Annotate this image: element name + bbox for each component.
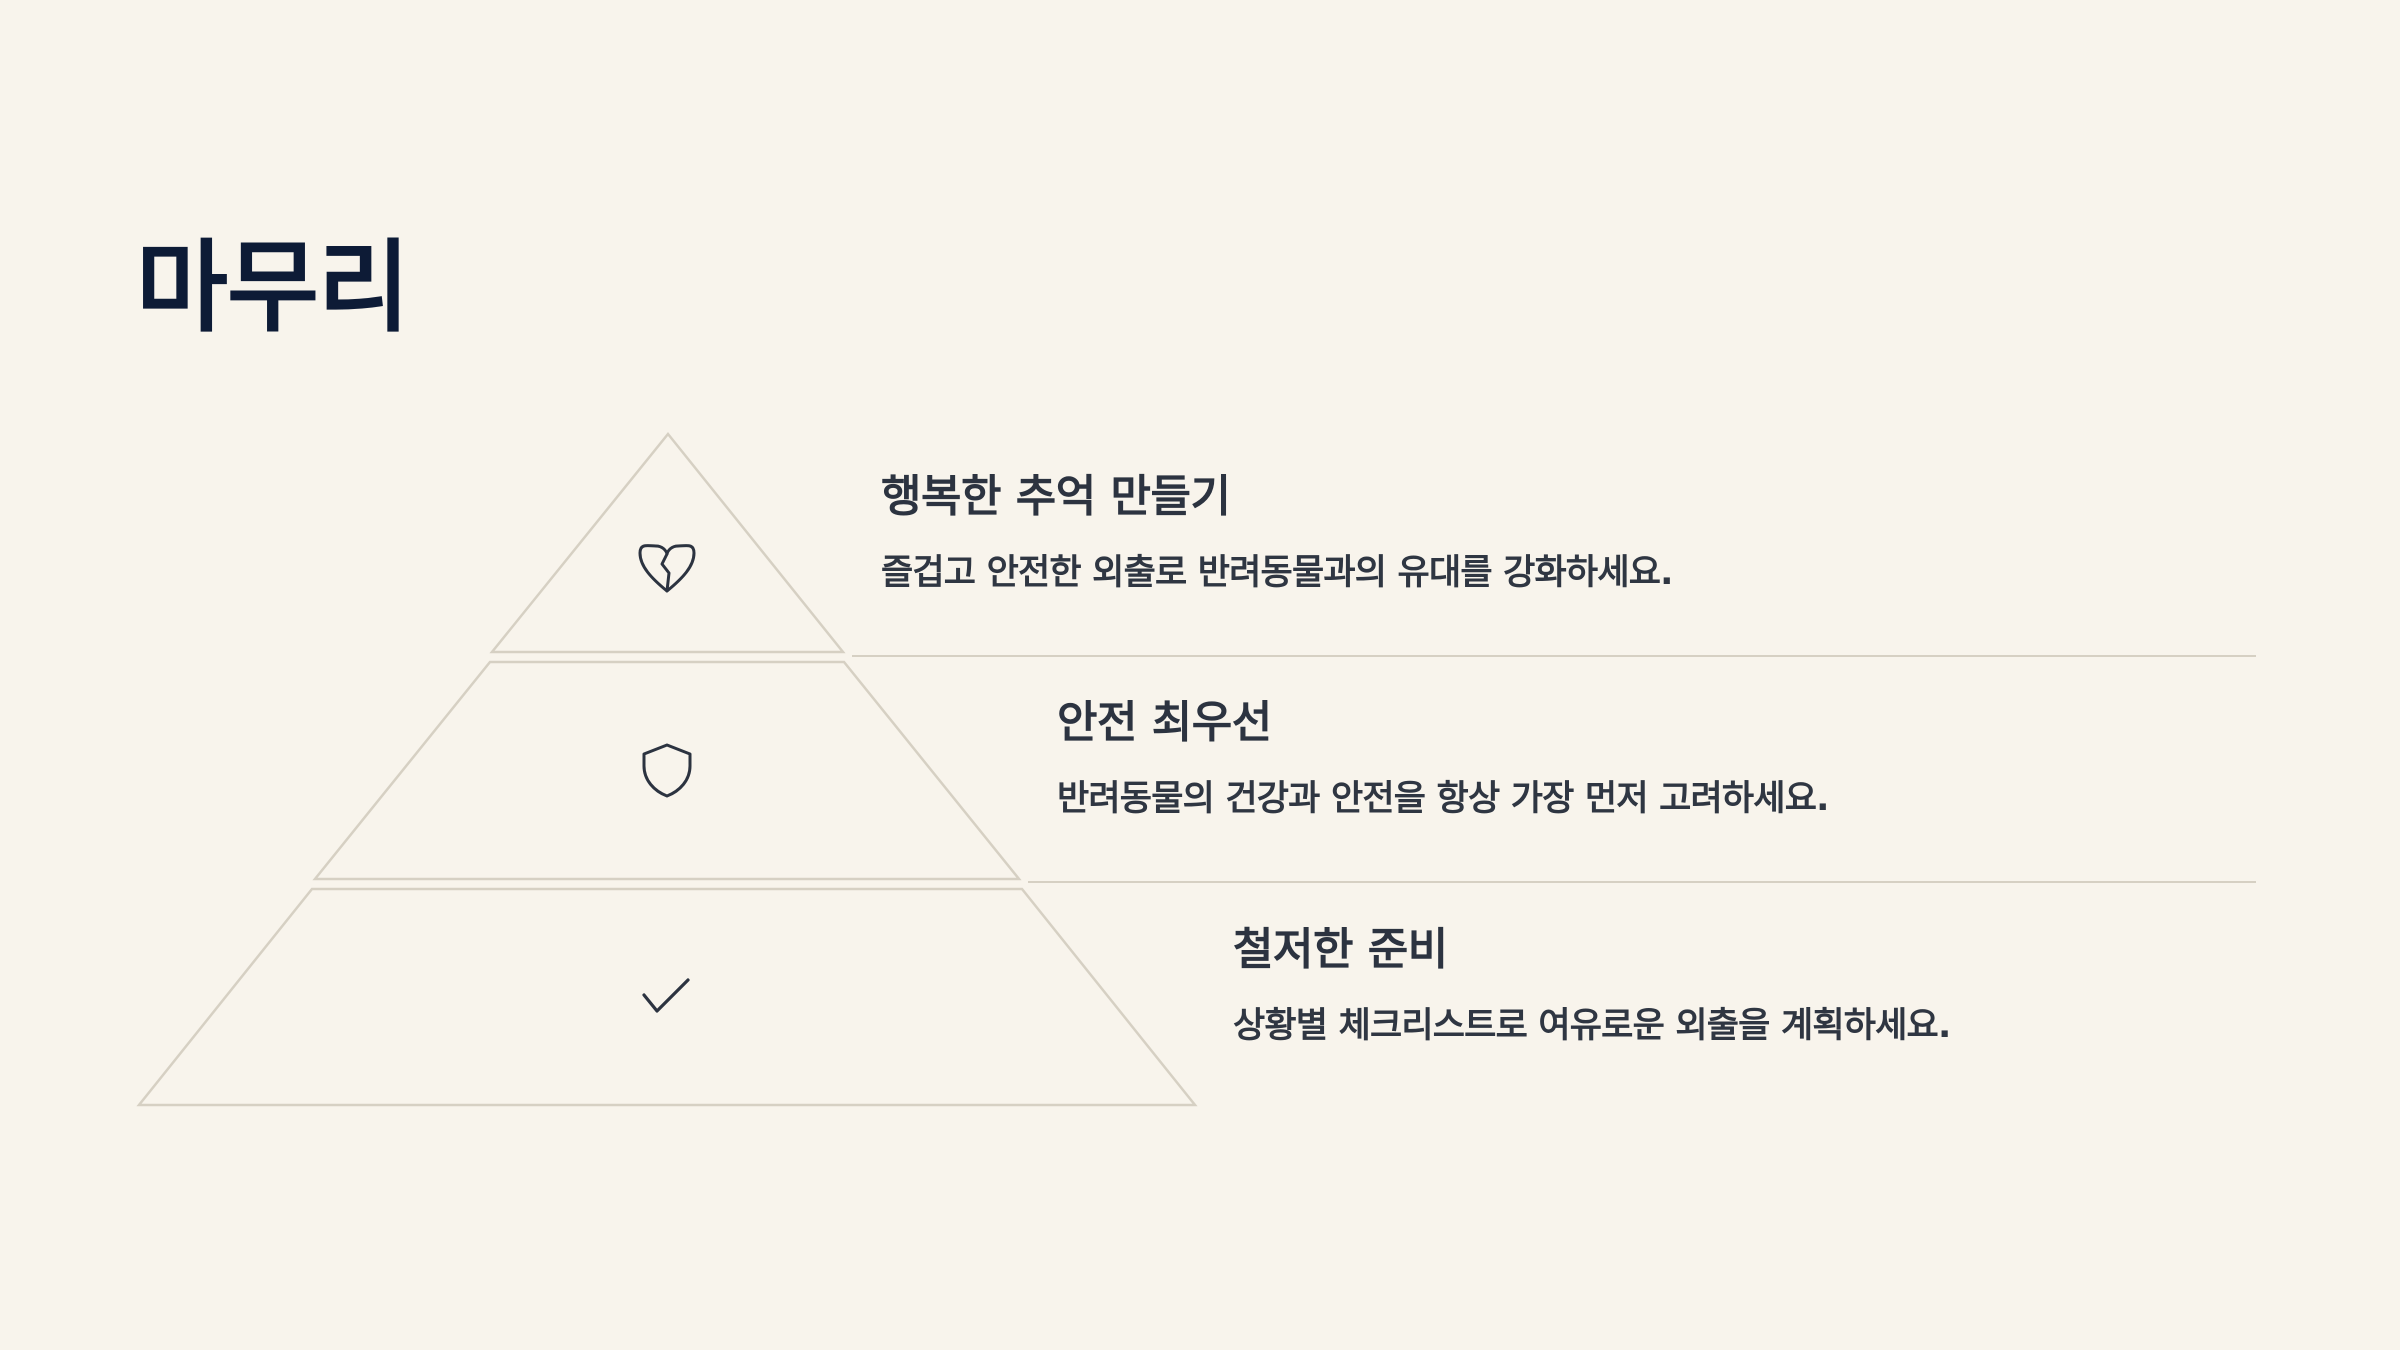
tier-description: 반려동물의 건강과 안전을 항상 가장 먼저 고려하세요.: [1057, 778, 1829, 819]
tier-title: 철저한 준비: [1233, 924, 1448, 975]
tier-description: 상황별 체크리스트로 여유로운 외출을 계획하세요.: [1233, 1005, 1951, 1046]
tier-description: 즐겁고 안전한 외출로 반려동물과의 유대를 강화하세요.: [881, 552, 1673, 593]
shield-icon: [642, 743, 692, 798]
tier-text-middle: 안전 최우선 반려동물의 건강과 안전을 항상 가장 먼저 고려하세요.: [1057, 697, 1829, 820]
tier-title: 행복한 추억 만들기: [881, 471, 1231, 522]
pyramid-tier-middle: [312, 660, 1022, 881]
pyramid-tier-bottom: [136, 887, 1198, 1107]
tier-title: 안전 최우선: [1057, 697, 1272, 748]
slide-title: 마무리: [136, 229, 410, 346]
check-icon: [642, 978, 690, 1013]
pyramid-tier-top: [489, 432, 846, 654]
tier-text-top: 행복한 추억 만들기 즐겁고 안전한 외출로 반려동물과의 유대를 강화하세요.: [881, 471, 1673, 594]
heart-icon: [638, 544, 696, 593]
tier-text-bottom: 철저한 준비 상황별 체크리스트로 여유로운 외출을 계획하세요.: [1233, 924, 1951, 1047]
